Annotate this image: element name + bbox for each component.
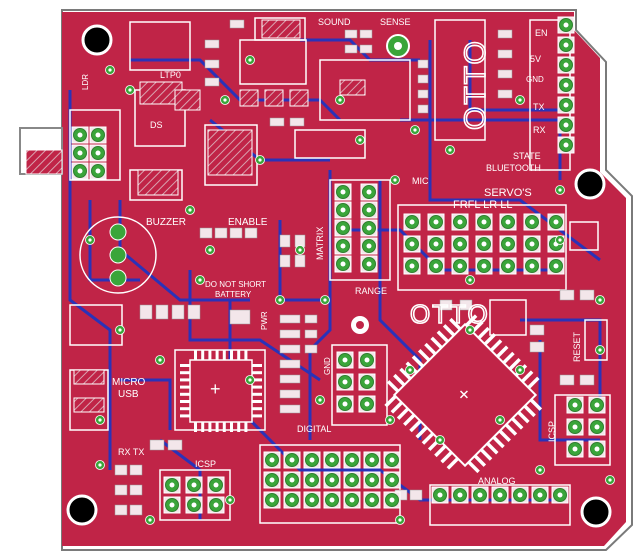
label-analog: ANALOG [478,476,516,486]
label-micro: MICRO [112,377,146,388]
label-gnd-mid: GND [323,357,332,375]
label-reset: RESET [572,331,582,362]
label-servos: SERVO'S [484,187,532,199]
brand-otto-main: OTTO [410,299,490,329]
label-sound: SOUND [318,17,351,27]
label-battery: BATTERY [215,290,252,299]
label-pwr: PWR [260,311,269,330]
sense-ldr [386,34,410,58]
label-buzzer: BUZZER [146,217,186,228]
smd-pads [114,19,595,516]
qfp-chip-main: + [384,314,543,474]
mount-hole-top-left [81,24,113,56]
label-gnd-bt: GND [526,75,544,84]
label-ldr: LDR [81,74,90,90]
mount-hole-bottom-left [66,494,98,526]
label-ds: DS [150,120,163,130]
label-icsp-right: ICSP [547,421,557,442]
svg-text:+: + [210,379,221,399]
brand-otto-side: OTTO [459,39,492,130]
silkscreen-outlines [69,17,611,526]
label-bluetooth: BLUETOOTH [486,163,541,173]
label-servo-sides: FRFL LR LL [453,199,513,211]
label-matrix: MATRIX [315,227,325,260]
label-ltp0: LTP0 [160,70,181,80]
dc-jack-hatch [25,149,63,175]
label-digital: DIGITAL [297,424,331,434]
label-5v: 5V [530,54,541,64]
board-outline [61,9,633,551]
label-rx-tx: RX TX [118,447,144,457]
label-do-not-short: DO NOT SHORT [205,280,266,289]
through-hole-pins [71,16,606,514]
label-rx-bt: RX [533,125,546,135]
label-sense: SENSE [380,17,411,27]
label-mic: MIC [412,176,429,186]
label-icsp-bottom: ICSP [195,459,216,469]
gear-icon [351,316,369,334]
buzzer [79,216,157,294]
label-usb: USB [118,389,139,400]
label-enable: ENABLE [228,217,268,228]
qfp-chip-left: + [180,350,262,432]
label-state: STATE [513,151,541,161]
vias [85,55,615,525]
mount-hole-top-right [574,168,606,200]
silkscreen-labels: SOUND SENSE EN 5V GND TX RX STATE BLUETO… [81,17,582,486]
hatched-pads [73,19,366,413]
label-tx-bt: TX [533,102,545,112]
label-en: EN [535,28,548,38]
label-range: RANGE [355,286,387,296]
mount-hole-bottom-right [580,496,612,528]
